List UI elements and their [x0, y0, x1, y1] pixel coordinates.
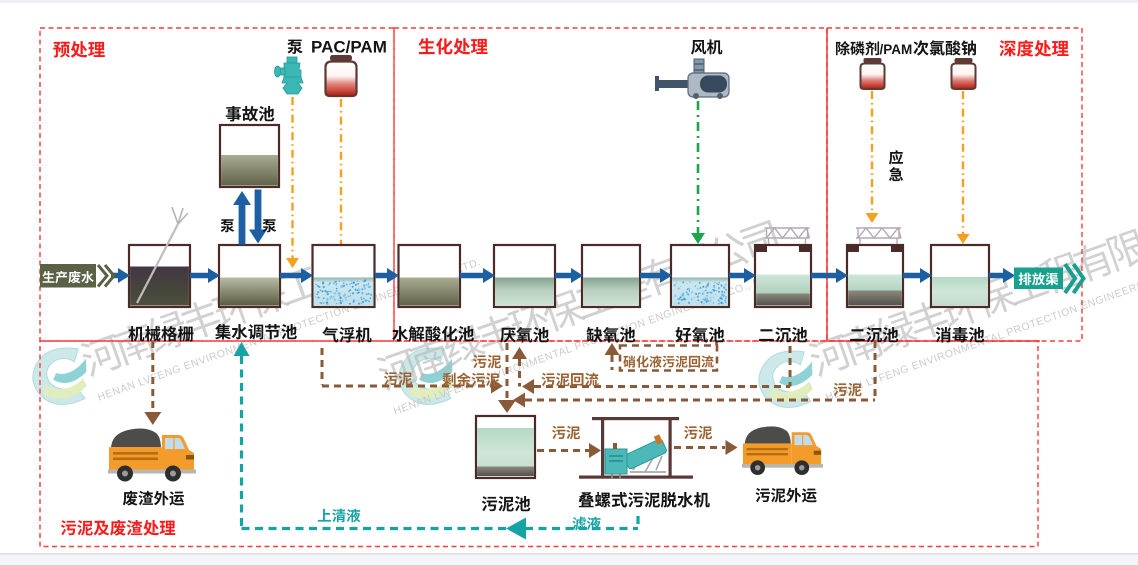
svg-text:PAC/PAM: PAC/PAM [311, 38, 387, 57]
svg-text:/PAM: /PAM [880, 42, 913, 57]
